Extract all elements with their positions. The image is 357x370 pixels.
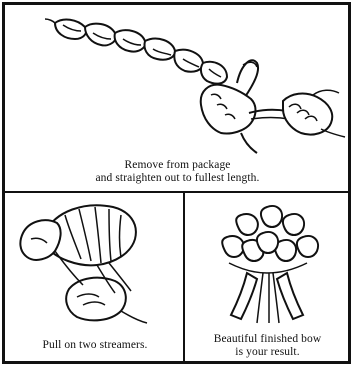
finished-bow-illustration xyxy=(185,193,350,333)
hands-pulling-streamers-illustration xyxy=(5,193,185,333)
step-1-caption-line-1: Remove from package xyxy=(5,159,350,172)
step-2-caption-line-1: Pull on two streamers. xyxy=(5,339,185,352)
step-1-panel: Remove from package and straighten out t… xyxy=(4,4,349,192)
step-3-caption-line-2: is your result. xyxy=(185,346,350,359)
step-1-caption-line-2: and straighten out to fullest length. xyxy=(5,172,350,185)
step-2-caption: Pull on two streamers. xyxy=(5,339,185,352)
step-1-caption: Remove from package and straighten out t… xyxy=(5,159,350,185)
step-3-panel: Beautiful finished bow is your result. xyxy=(184,192,349,362)
step-3-caption-line-1: Beautiful finished bow xyxy=(185,333,350,346)
bow-ribbon-straighten-illustration xyxy=(5,5,350,155)
step-2-panel: Pull on two streamers. xyxy=(4,192,184,362)
step-3-caption: Beautiful finished bow is your result. xyxy=(185,333,350,359)
